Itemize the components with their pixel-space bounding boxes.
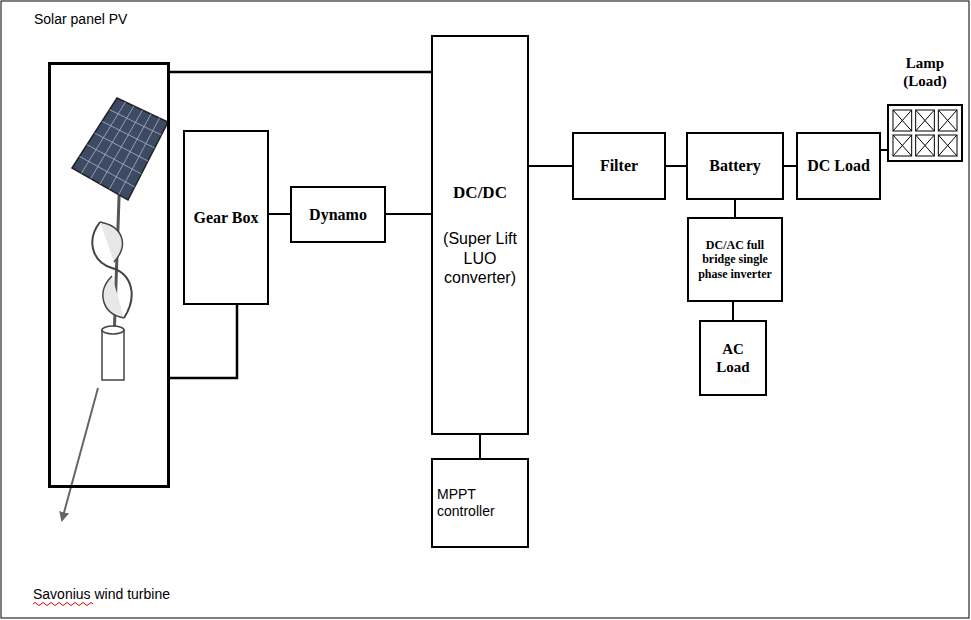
block-box: MPPT controller bbox=[431, 458, 529, 548]
lamp-cross bbox=[916, 135, 935, 156]
block-label: MPPT controller bbox=[437, 486, 523, 520]
block-label: Gear Box bbox=[193, 208, 258, 227]
lamp-symbol bbox=[938, 110, 957, 131]
block-label: Filter bbox=[600, 156, 638, 175]
lamp-cross bbox=[893, 110, 912, 131]
turbine-blade bbox=[103, 276, 124, 318]
connector-line bbox=[269, 213, 290, 215]
pointer-arrow bbox=[62, 388, 98, 520]
turbine-blade bbox=[92, 222, 131, 318]
turbine-base bbox=[102, 330, 124, 380]
lamp-symbol bbox=[893, 110, 912, 131]
grid-line bbox=[81, 102, 125, 173]
block-box: Gear Box bbox=[183, 130, 269, 305]
connector-line bbox=[479, 435, 481, 458]
block-heading: Solar panel PV bbox=[34, 11, 127, 28]
block-box: Battery bbox=[686, 132, 784, 200]
grid-line bbox=[100, 110, 143, 184]
block-label: Dynamo bbox=[309, 205, 367, 224]
block-box: Filter bbox=[572, 132, 666, 200]
block-box: AC Load bbox=[699, 320, 767, 396]
block-label: Battery bbox=[709, 156, 761, 175]
connector-line bbox=[386, 213, 431, 215]
lamp-symbols bbox=[893, 110, 957, 156]
lamp-cross bbox=[938, 135, 957, 156]
lamp-symbol bbox=[916, 110, 935, 131]
block-label: AC Load bbox=[705, 340, 761, 376]
lamp-symbol bbox=[893, 135, 912, 156]
block-box: DC Load bbox=[796, 132, 881, 200]
lamp-cross bbox=[938, 110, 957, 131]
block-box: DC/DC (Super Lift LUO converter) bbox=[431, 35, 529, 435]
connector-line bbox=[666, 165, 686, 167]
connector-line bbox=[529, 165, 572, 167]
spellcheck-underline bbox=[33, 603, 93, 606]
block-box: Solar panel PV bbox=[48, 62, 170, 488]
solar-panel bbox=[72, 98, 168, 200]
connector-line bbox=[170, 71, 431, 74]
connector-line bbox=[784, 165, 796, 167]
block-box: DC/AC full bridge single phase inverter bbox=[687, 217, 783, 302]
grid-line bbox=[119, 118, 160, 195]
block-heading: Lamp (Load) bbox=[885, 54, 965, 90]
block-box: Dynamo bbox=[290, 186, 386, 243]
lamp-cross bbox=[893, 135, 912, 156]
turbine-blade bbox=[100, 222, 122, 262]
lamp-symbol bbox=[938, 135, 957, 156]
block-label: (Super Lift LUO converter) bbox=[437, 229, 523, 287]
turbine-base-top bbox=[102, 326, 124, 334]
block-label: DC Load bbox=[807, 156, 870, 175]
connector-line bbox=[170, 305, 237, 378]
lamp-symbol bbox=[916, 135, 935, 156]
panel-grid bbox=[80, 102, 162, 195]
connector-line bbox=[734, 200, 736, 217]
block-box: Lamp (Load) bbox=[887, 104, 963, 162]
grid-line bbox=[91, 106, 134, 179]
grid-line bbox=[109, 114, 151, 189]
block-label: DC/DC bbox=[453, 183, 507, 203]
block-label: DC/AC full bridge single phase inverter bbox=[693, 238, 777, 281]
connector-line bbox=[732, 302, 734, 320]
lamp-cross bbox=[916, 110, 935, 131]
callout-label: Savonius wind turbine bbox=[33, 586, 170, 602]
